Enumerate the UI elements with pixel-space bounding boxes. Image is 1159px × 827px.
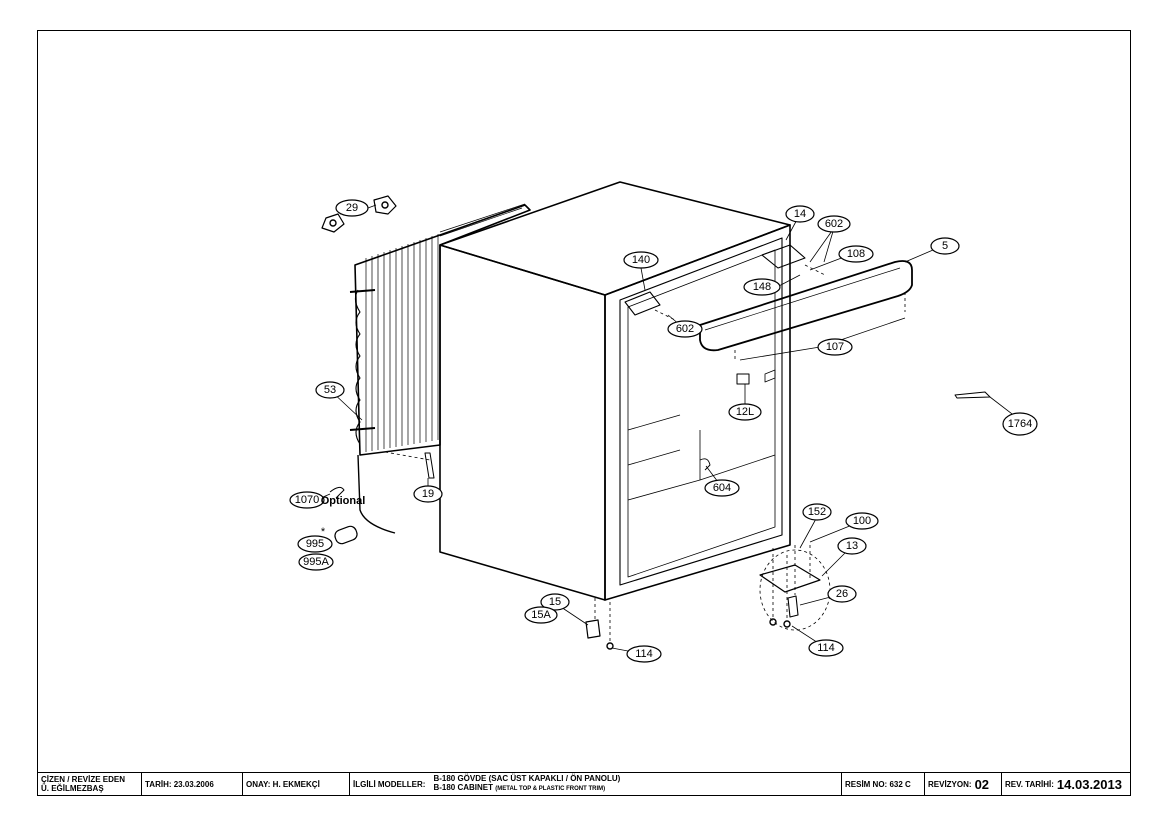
drawing-number: RESİM NO: 632 C (845, 779, 911, 789)
callout-15: 15 (549, 596, 561, 608)
models-cell: İLGİLİ MODELLER: B-180 GÖVDE (SAC ÜST KA… (350, 773, 842, 795)
date-text: TARİH: 23.03.2006 (145, 779, 214, 789)
callout-100: 100 (853, 515, 871, 527)
callout-29: 29 (346, 202, 358, 214)
callout-26: 26 (836, 588, 848, 600)
callout-995a: 995A (303, 556, 329, 568)
callout-114-right: 114 (817, 642, 835, 654)
callout-140: 140 (632, 254, 650, 266)
callout-12l: 12L (736, 406, 754, 418)
callout-14: 14 (794, 208, 806, 220)
callout-602-top: 602 (825, 218, 843, 230)
drawn-by-cell: ÇİZEN / REVİZE EDEN Ü. EĞİLMEZBAŞ (38, 773, 142, 795)
drawing-number-cell: RESİM NO: 632 C (842, 773, 925, 795)
drawn-by-label: ÇİZEN / REVİZE EDEN (41, 775, 126, 784)
callout-107: 107 (826, 341, 844, 353)
callout-1764: 1764 (1008, 418, 1032, 430)
optional-note: Optional (321, 495, 366, 507)
drawn-by-name: Ü. EĞİLMEZBAŞ (41, 784, 104, 793)
revision-cell: REVİZYON: 02 (925, 773, 1002, 795)
callout-1070: 1070 (295, 494, 319, 506)
revision-label: REVİZYON: (928, 779, 972, 789)
title-block: ÇİZEN / REVİZE EDEN Ü. EĞİLMEZBAŞ TARİH:… (37, 772, 1131, 796)
callout-15a: 15A (531, 609, 551, 621)
exploded-parts-diagram: 29 14 602 108 5 140 148 602 107 12L 53 1… (289, 181, 1038, 663)
callout-13: 13 (846, 540, 858, 552)
asterisk-mark: * (321, 526, 326, 538)
callout-604: 604 (713, 482, 731, 494)
revision-date-label: REV. TARİHİ: (1005, 779, 1054, 789)
cabinet-body (439, 181, 791, 601)
models-list: B-180 GÖVDE (SAC ÜST KAPAKLI / ÖN PANOLU… (433, 774, 620, 794)
revision-date-value: 14.03.2013 (1056, 776, 1122, 792)
model-line-2: B-180 CABINET (METAL TOP & PLASTIC FRONT… (433, 783, 606, 792)
callout-5: 5 (942, 240, 948, 252)
approval-text: ONAY: H. EKMEKÇİ (246, 779, 320, 789)
date-cell: TARİH: 23.03.2006 (142, 773, 243, 795)
callout-148: 148 (753, 281, 771, 293)
callout-53: 53 (324, 384, 336, 396)
front-trim (699, 260, 913, 352)
callout-108: 108 (847, 248, 865, 260)
callout-602-mid: 602 (676, 323, 694, 335)
revision-date-cell: REV. TARİHİ: 14.03.2013 (1002, 773, 1130, 795)
callout-114-left: 114 (635, 648, 653, 660)
revision-value: 02 (974, 776, 990, 792)
callout-152: 152 (808, 506, 826, 518)
model-line-1: B-180 GÖVDE (SAC ÜST KAPAKLI / ÖN PANOLU… (433, 774, 621, 783)
approval-cell: ONAY: H. EKMEKÇİ (243, 773, 350, 795)
callout-995: 995 (306, 538, 324, 550)
callout-19: 19 (422, 488, 434, 500)
models-label: İLGİLİ MODELLER: (353, 779, 426, 789)
